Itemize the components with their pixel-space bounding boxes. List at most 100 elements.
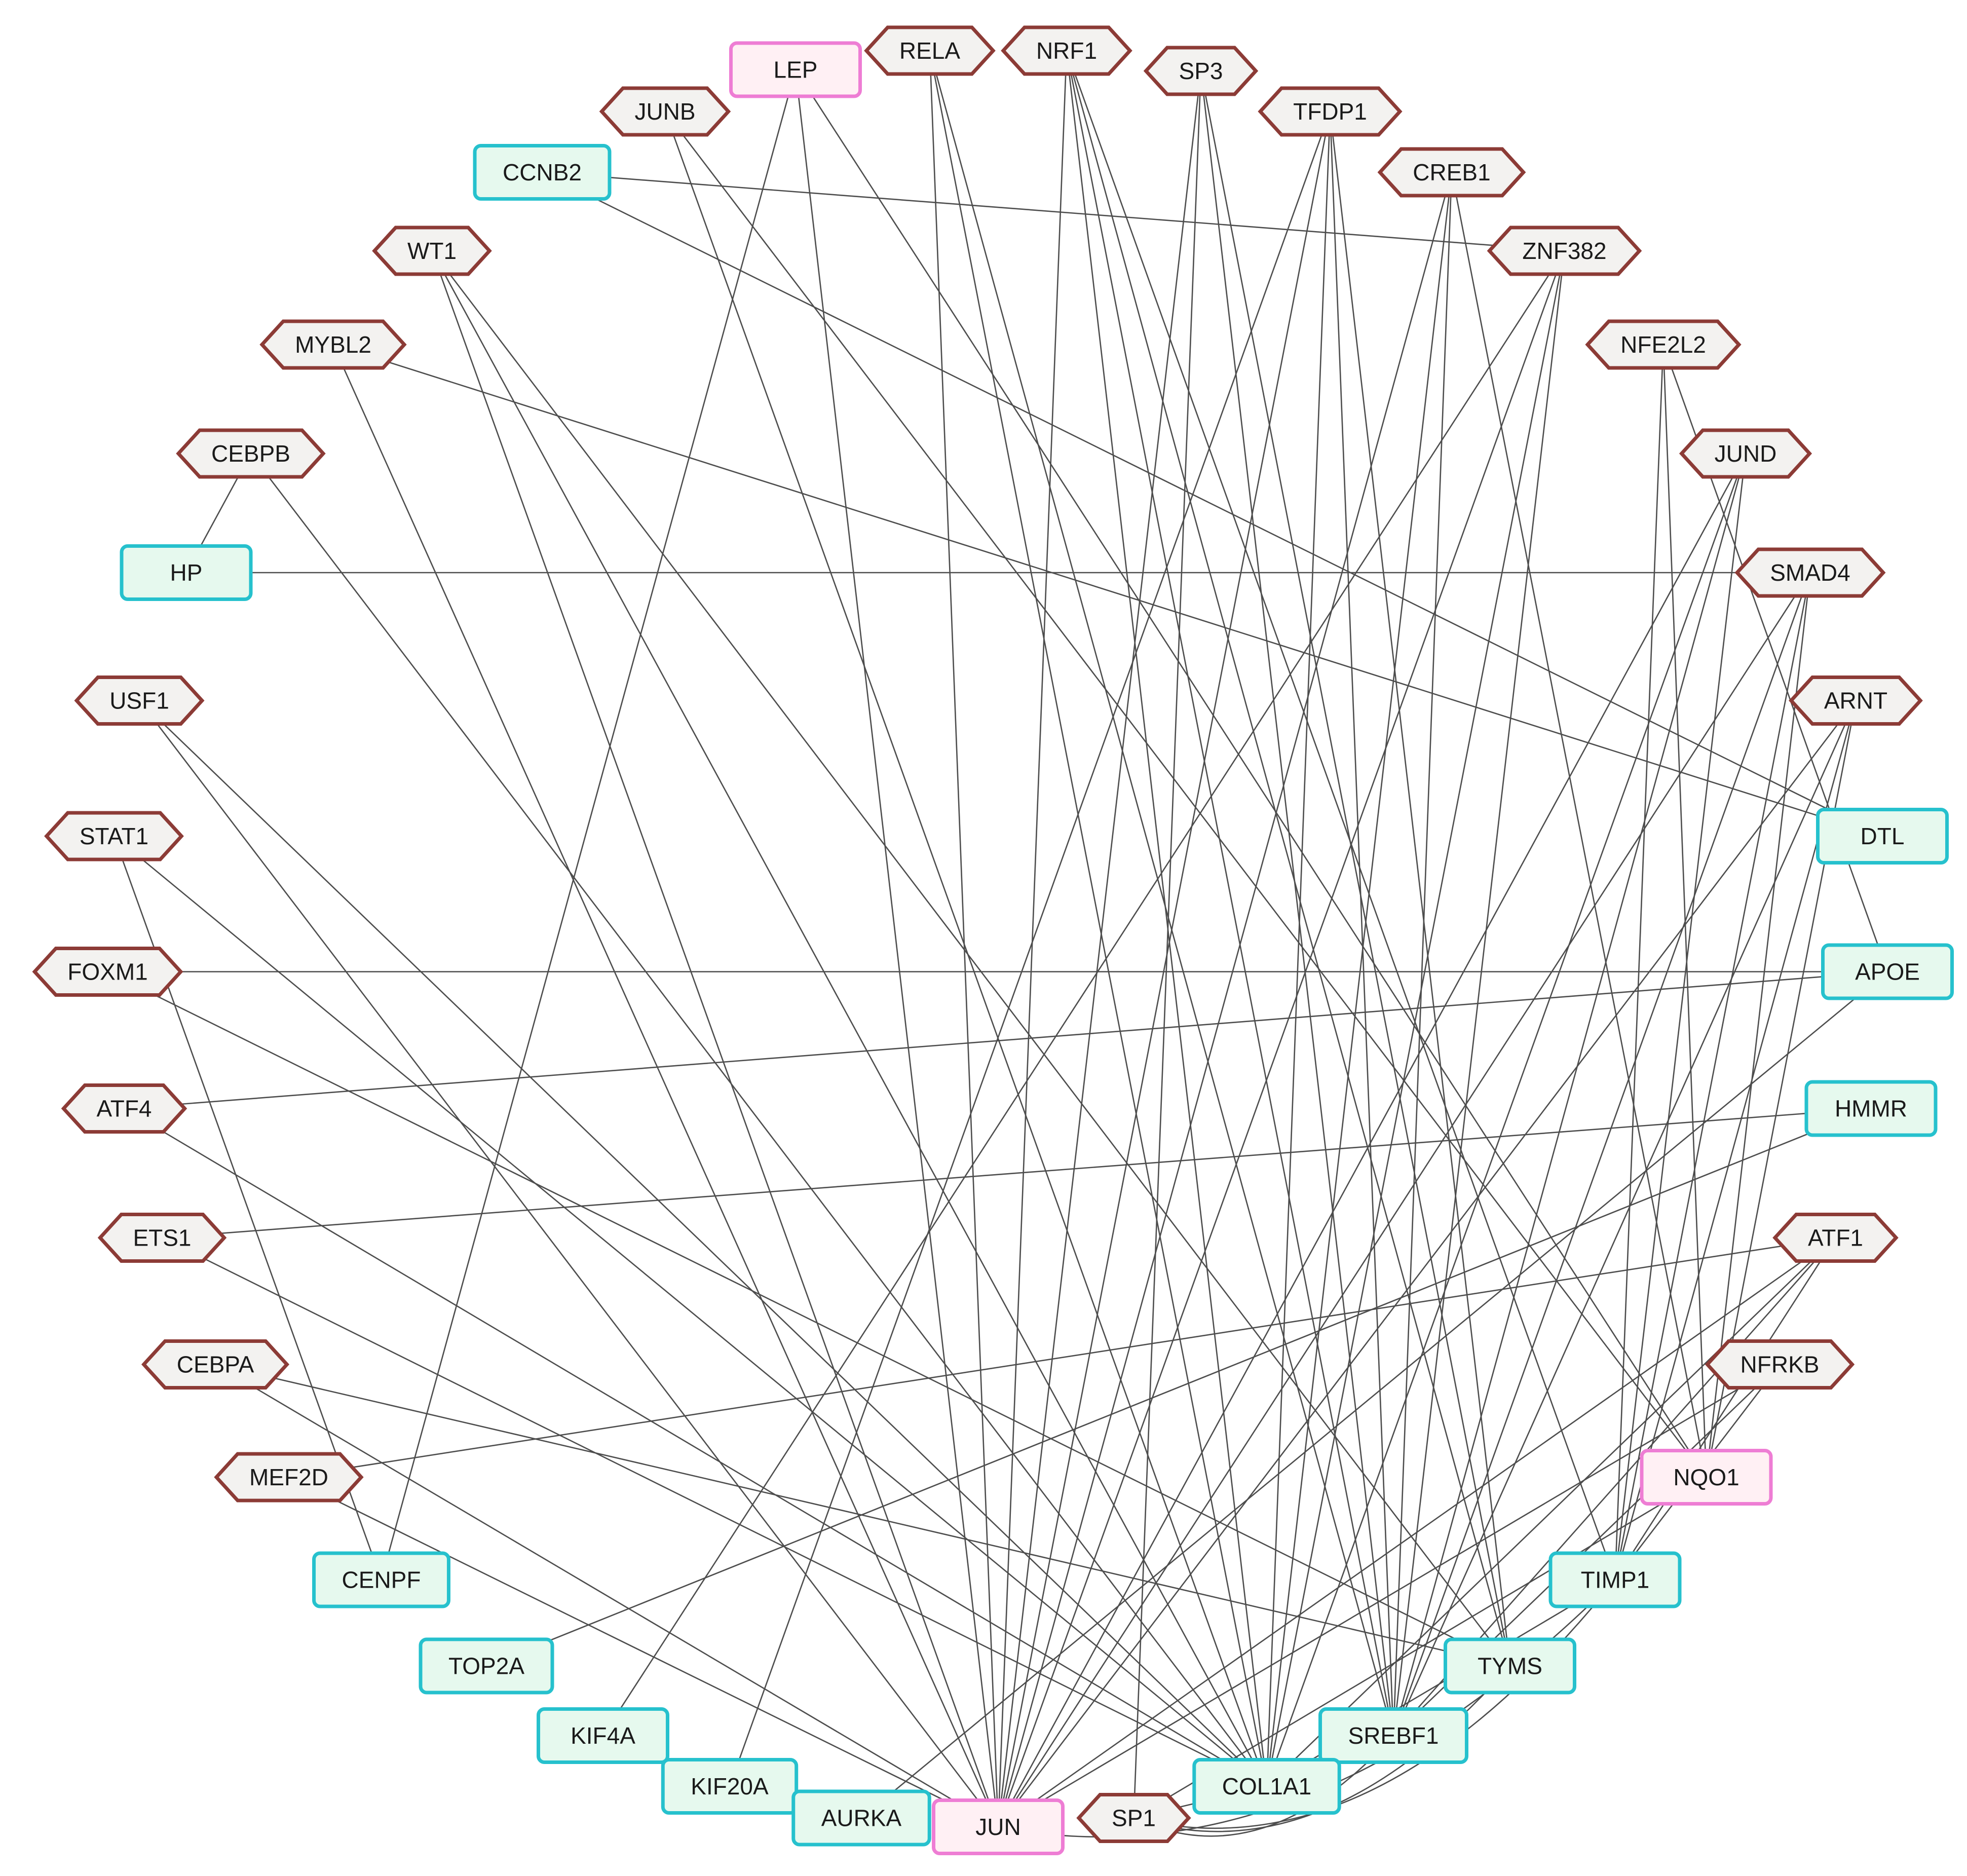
- node-col1a1[interactable]: COL1A1: [1192, 1758, 1341, 1815]
- node-label: COL1A1: [1222, 1773, 1311, 1799]
- node-tfdp1[interactable]: TFDP1: [1258, 86, 1403, 137]
- node-kif4a[interactable]: KIF4A: [537, 1707, 669, 1764]
- node-junb[interactable]: JUNB: [599, 86, 731, 137]
- node-dtl[interactable]: DTL: [1816, 808, 1949, 865]
- tf-hexagon-shape: [864, 25, 996, 76]
- node-atf4[interactable]: ATF4: [61, 1083, 187, 1134]
- node-arnt[interactable]: ARNT: [1789, 676, 1923, 726]
- edge-smad4-jun: [997, 572, 1811, 1827]
- node-stat1[interactable]: STAT1: [44, 811, 184, 861]
- edge-wt1-jun: [431, 250, 999, 1827]
- hub-gene-box-shape: [932, 1798, 1065, 1855]
- tf-hexagon-shape: [1143, 46, 1259, 96]
- edge-nrf1-jun: [997, 50, 1068, 1827]
- tf-hexagon-shape: [1679, 428, 1812, 479]
- edge-arnt-srebf1: [1392, 700, 1857, 1736]
- tf-hexagon-shape: [176, 428, 326, 479]
- node-ccnb2[interactable]: CCNB2: [473, 144, 612, 201]
- node-kif20a[interactable]: KIF20A: [661, 1758, 799, 1815]
- node-nfrkb[interactable]: NFRKB: [1705, 1339, 1855, 1390]
- node-label: FOXM1: [67, 959, 147, 985]
- edge-ccnb2-znf382: [542, 171, 1565, 252]
- node-nfe2l2[interactable]: NFE2L2: [1585, 319, 1742, 370]
- edge-foxm1-tyms: [107, 971, 1510, 1667]
- node-cenpf[interactable]: CENPF: [312, 1551, 450, 1608]
- edge-stat1-col1a1: [114, 835, 1267, 1787]
- node-label: CEBPB: [211, 440, 290, 467]
- gene-box-shape: [1444, 1637, 1576, 1695]
- node-hp[interactable]: HP: [120, 544, 253, 601]
- gene-box-shape: [1816, 808, 1949, 865]
- node-apoe[interactable]: APOE: [1821, 943, 1954, 1000]
- edge-arnt-timp1: [1614, 700, 1857, 1580]
- node-top2a[interactable]: TOP2A: [419, 1637, 554, 1695]
- tf-hexagon-shape: [1585, 319, 1742, 370]
- edge-usf1-col1a1: [139, 700, 1267, 1787]
- node-cebpa[interactable]: CEBPA: [141, 1339, 290, 1390]
- tf-hexagon-shape: [1258, 86, 1403, 137]
- node-creb1[interactable]: CREB1: [1377, 147, 1526, 198]
- tf-hexagon-shape: [1377, 147, 1526, 198]
- edge-sp3-jun: [997, 70, 1202, 1827]
- node-label: USF1: [109, 688, 169, 714]
- node-label: ATF4: [96, 1096, 152, 1122]
- edge-aurka-apoe: [861, 971, 1888, 1819]
- edge-ets1-col1a1: [162, 1237, 1267, 1787]
- edge-creb1-srebf1: [1392, 172, 1453, 1736]
- node-label: TYMS: [1478, 1653, 1542, 1679]
- node-nqo1[interactable]: NQO1: [1640, 1449, 1773, 1506]
- node-foxm1[interactable]: FOXM1: [32, 947, 183, 997]
- node-srebf1[interactable]: SREBF1: [1318, 1707, 1468, 1764]
- edge-creb1-jun: [997, 172, 1453, 1827]
- edge-junb-col1a1: [664, 111, 1268, 1787]
- edge-jund-jun: [997, 453, 1747, 1827]
- node-jun[interactable]: JUN: [932, 1798, 1065, 1855]
- hub-gene-box-shape: [1640, 1449, 1773, 1506]
- node-mef2d[interactable]: MEF2D: [214, 1452, 364, 1503]
- node-label: ATF1: [1808, 1225, 1863, 1251]
- node-ets1[interactable]: ETS1: [97, 1213, 227, 1263]
- edge-usf1-jun: [138, 700, 999, 1827]
- node-jund[interactable]: JUND: [1679, 428, 1812, 479]
- gene-box-shape: [1192, 1758, 1341, 1815]
- node-smad4[interactable]: SMAD4: [1734, 547, 1886, 598]
- node-label: TOP2A: [448, 1653, 524, 1679]
- tf-hexagon-shape: [1789, 676, 1923, 726]
- gene-box-shape: [473, 144, 612, 201]
- node-hmmr[interactable]: HMMR: [1804, 1080, 1938, 1137]
- node-rela[interactable]: RELA: [864, 25, 996, 76]
- node-tyms[interactable]: TYMS: [1444, 1637, 1576, 1695]
- tf-hexagon-shape: [1001, 25, 1132, 76]
- node-lep[interactable]: LEP: [729, 41, 862, 98]
- node-znf382[interactable]: ZNF382: [1487, 226, 1642, 276]
- node-cebpb[interactable]: CEBPB: [176, 428, 326, 479]
- node-label: AURKA: [821, 1805, 902, 1831]
- node-timp1[interactable]: TIMP1: [1548, 1551, 1682, 1608]
- node-sp1[interactable]: SP1: [1076, 1793, 1191, 1843]
- node-label: DTL: [1861, 823, 1905, 849]
- edge-layer: [107, 50, 1888, 1838]
- edge-atf4-apoe: [124, 971, 1888, 1109]
- node-mybl2[interactable]: MYBL2: [259, 319, 407, 370]
- edge-tfdp1-col1a1: [1266, 111, 1331, 1787]
- gene-box-shape: [537, 1707, 669, 1764]
- node-sp3[interactable]: SP3: [1143, 46, 1259, 96]
- gene-box-shape: [1821, 943, 1954, 1000]
- tf-hexagon-shape: [141, 1339, 290, 1390]
- node-aurka[interactable]: AURKA: [791, 1789, 931, 1847]
- node-atf1[interactable]: ATF1: [1772, 1213, 1899, 1263]
- gene-box-shape: [312, 1551, 450, 1608]
- edge-cebpa-jun: [215, 1364, 999, 1828]
- node-usf1[interactable]: USF1: [74, 676, 205, 726]
- tf-hexagon-shape: [44, 811, 184, 861]
- tf-hexagon-shape: [259, 319, 407, 370]
- edge-nrf1-tyms: [1066, 50, 1511, 1666]
- edge-mybl2-dtl: [333, 344, 1883, 837]
- node-wt1[interactable]: WT1: [372, 226, 492, 276]
- edge-nrf1-col1a1: [1066, 50, 1268, 1787]
- node-nrf1[interactable]: NRF1: [1001, 25, 1132, 76]
- node-label: SP3: [1179, 58, 1223, 84]
- edge-smad4-srebf1: [1392, 572, 1811, 1736]
- edge-nfrkb-jun: [998, 1364, 1781, 1828]
- edge-rela-jun: [929, 50, 999, 1827]
